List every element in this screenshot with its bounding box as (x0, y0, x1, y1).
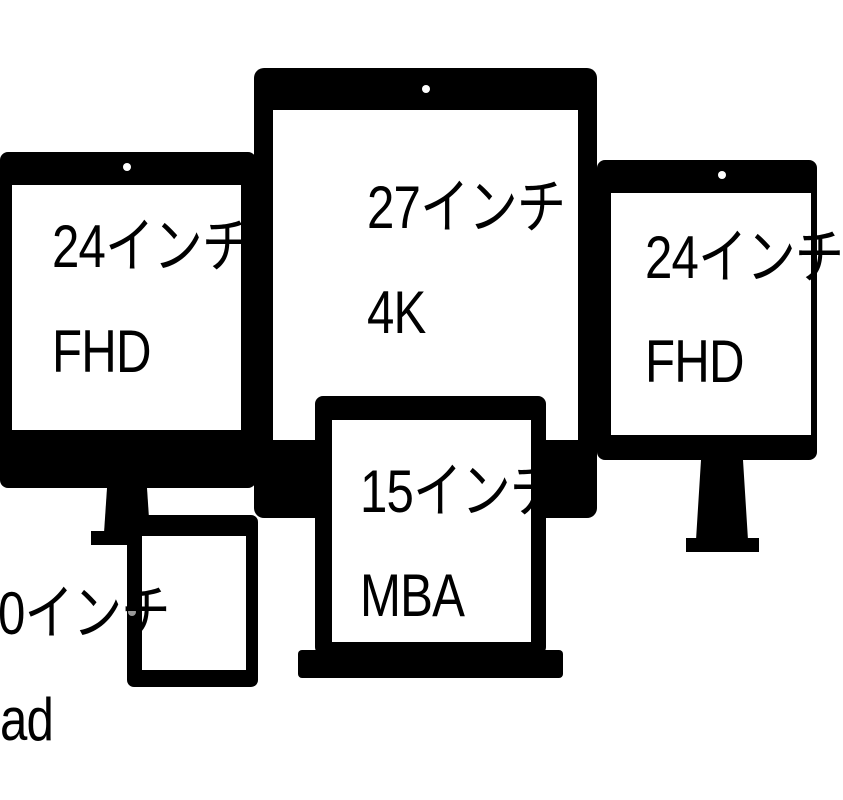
device-diagram: 24インチ FHD 27インチ 4K 24インチ FHD 15インチ MBA 0… (0, 68, 843, 753)
tablet-icon (127, 515, 258, 687)
center-monitor-size-label: 27インチ (367, 174, 566, 241)
laptop-icon (298, 396, 563, 678)
devices-illustration (0, 68, 817, 687)
tablet-size-label: 0インチ (0, 580, 171, 647)
right-monitor-size-label: 24インチ (645, 224, 843, 291)
laptop-size-label: 15インチ (360, 458, 559, 525)
center-monitor-model-label: 4K (367, 279, 426, 346)
right-monitor-model-label: FHD (645, 328, 744, 395)
left-monitor-icon (0, 152, 256, 545)
laptop-model-label: MBA (360, 562, 465, 629)
right-monitor-icon (597, 160, 817, 552)
tablet-model-label: ad (0, 686, 54, 753)
left-monitor-model-label: FHD (52, 318, 151, 385)
left-monitor-size-label: 24インチ (52, 213, 251, 280)
